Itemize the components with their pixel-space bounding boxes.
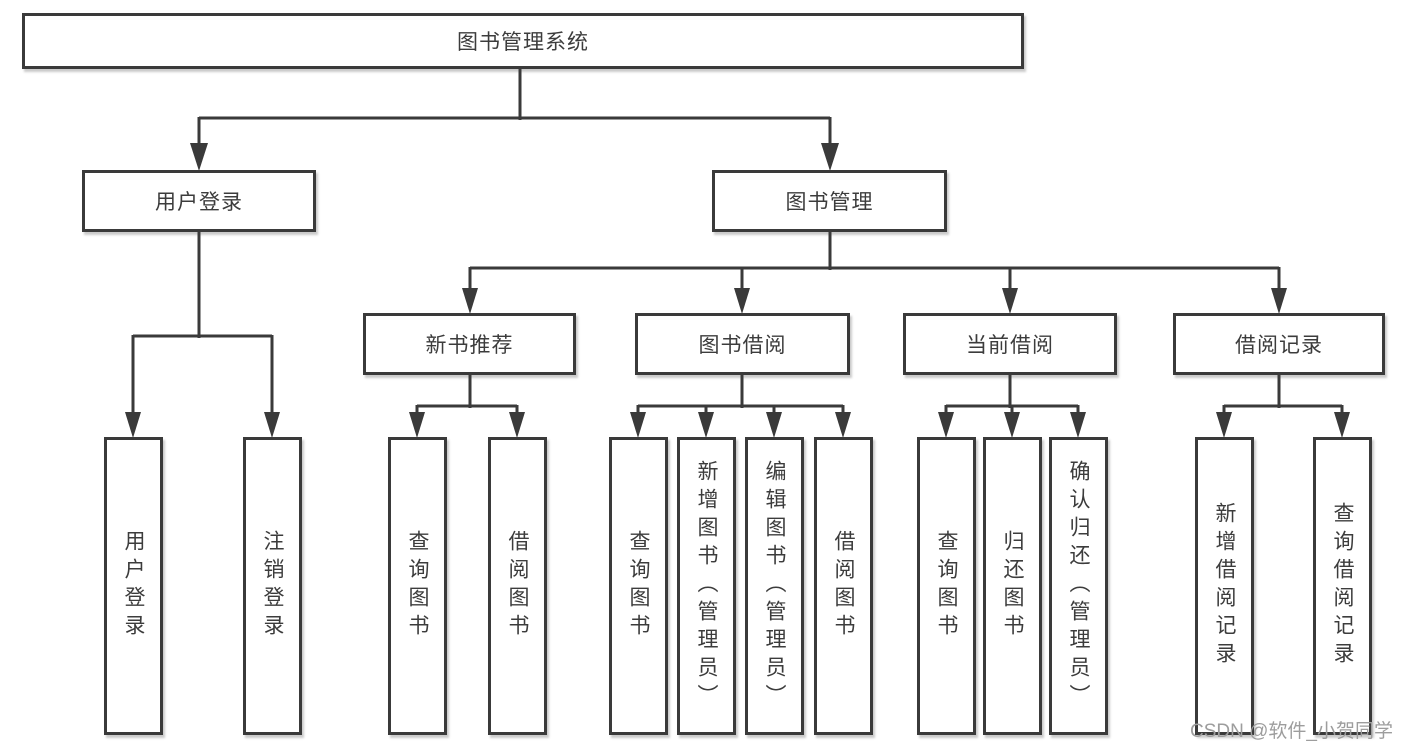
leaf-query-borrow-record-label: 查询借阅记录	[1331, 502, 1355, 670]
leaf-borrowing-borrow-books: 借阅图书	[814, 437, 873, 735]
leaf-recommend-query-books-label: 查询图书	[406, 530, 430, 642]
leaf-borrowing-query-books-label: 查询图书	[627, 530, 651, 642]
leaf-current-query-books-label: 查询图书	[935, 530, 959, 642]
leaf-query-borrow-record: 查询借阅记录	[1313, 437, 1372, 735]
node-root-system-label: 图书管理系统	[457, 31, 589, 54]
node-new-book-recommend-label: 新书推荐	[425, 334, 514, 357]
leaf-recommend-query-books: 查询图书	[388, 437, 447, 735]
node-book-management-label: 图书管理	[785, 191, 874, 214]
node-borrowing-records: 借阅记录	[1173, 313, 1385, 375]
leaf-add-book-admin-label: 新增图书（管理员）	[695, 460, 719, 712]
leaf-add-borrow-record: 新增借阅记录	[1195, 437, 1254, 735]
csdn-watermark: CSDN @软件_小贺同学	[1190, 721, 1393, 742]
tree-edges	[131, 69, 1344, 414]
node-borrowing-records-label: 借阅记录	[1235, 334, 1323, 357]
node-current-borrowing: 当前借阅	[903, 313, 1117, 375]
node-book-borrowing-label: 图书借阅	[698, 334, 787, 357]
node-user-login: 用户登录	[82, 170, 316, 232]
leaf-recommend-borrow-books-label: 借阅图书	[506, 530, 530, 642]
leaf-edit-book-admin-label: 编辑图书（管理员）	[763, 460, 787, 712]
leaf-logout: 注销登录	[243, 437, 302, 735]
node-root-system: 图书管理系统	[22, 13, 1024, 69]
leaf-edit-book-admin: 编辑图书（管理员）	[745, 437, 804, 735]
leaf-user-login: 用户登录	[104, 437, 163, 735]
leaf-return-book: 归还图书	[983, 437, 1042, 735]
leaf-confirm-return-admin: 确认归还（管理员）	[1049, 437, 1108, 735]
arrowheads	[125, 143, 1350, 438]
leaf-logout-label: 注销登录	[261, 530, 285, 642]
leaf-add-book-admin: 新增图书（管理员）	[677, 437, 736, 735]
node-book-borrowing: 图书借阅	[635, 313, 850, 375]
node-new-book-recommend: 新书推荐	[363, 313, 576, 375]
leaf-confirm-return-admin-label: 确认归还（管理员）	[1067, 460, 1091, 712]
leaf-current-query-books: 查询图书	[917, 437, 976, 735]
leaf-borrowing-borrow-books-label: 借阅图书	[832, 530, 856, 642]
node-current-borrowing-label: 当前借阅	[966, 334, 1054, 357]
leaf-add-borrow-record-label: 新增借阅记录	[1213, 502, 1237, 670]
leaf-return-book-label: 归还图书	[1001, 530, 1025, 642]
node-book-management: 图书管理	[712, 170, 947, 232]
leaf-borrowing-query-books: 查询图书	[609, 437, 668, 735]
node-user-login-label: 用户登录	[155, 191, 243, 214]
leaf-recommend-borrow-books: 借阅图书	[488, 437, 547, 735]
leaf-user-login-label: 用户登录	[122, 530, 146, 642]
